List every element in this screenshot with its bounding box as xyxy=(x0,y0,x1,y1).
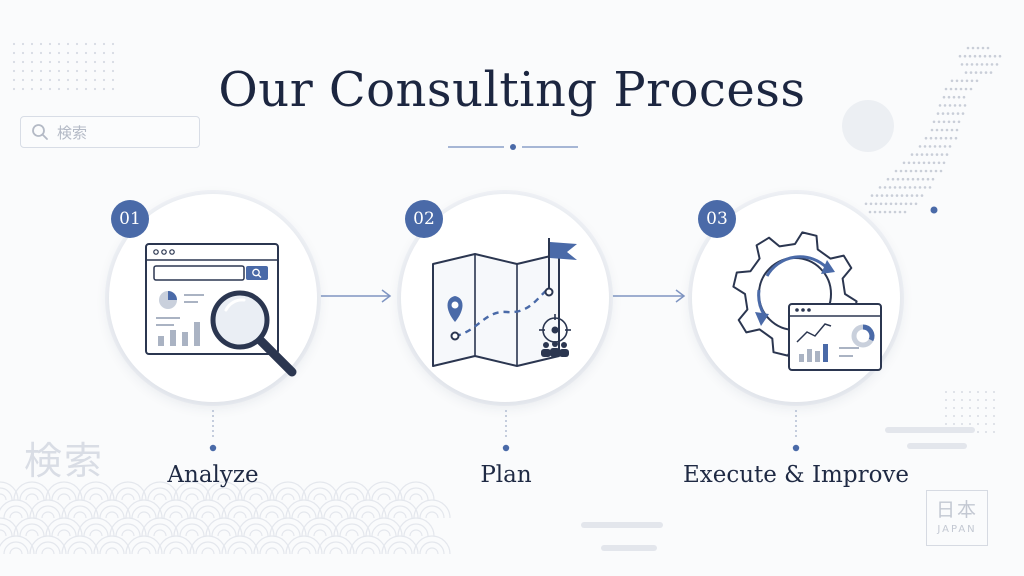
step-badge-02: 02 xyxy=(405,200,443,238)
step-badge-03: 03 xyxy=(698,200,736,238)
arrow-1-2 xyxy=(318,289,392,303)
title-divider xyxy=(448,144,578,150)
stem-analyze xyxy=(209,410,217,452)
search-icon xyxy=(32,124,48,140)
search-box[interactable]: 検索 xyxy=(20,116,200,148)
step-label-execute: Execute & Improve xyxy=(682,462,910,488)
gear-cycle-dashboard-icon xyxy=(732,231,882,371)
search-label: 検索 xyxy=(57,123,88,142)
japan-stamp: 日本 JAPAN xyxy=(926,490,988,546)
step-label-plan: Plan xyxy=(480,462,532,488)
stamp-kanji: 日本 xyxy=(935,499,978,521)
browser-magnifier-icon xyxy=(145,243,297,377)
map-flag-icon xyxy=(432,238,577,367)
step-label-analyze: Analyze xyxy=(167,462,259,488)
stem-plan xyxy=(502,410,510,452)
step-badge-01: 01 xyxy=(111,200,149,238)
arrow-2-3 xyxy=(612,289,686,303)
kanji-watermark: 検索 xyxy=(24,439,105,483)
stem-execute xyxy=(792,410,800,452)
stamp-english: JAPAN xyxy=(937,524,977,535)
page-title: Our Consulting Process xyxy=(218,62,806,118)
